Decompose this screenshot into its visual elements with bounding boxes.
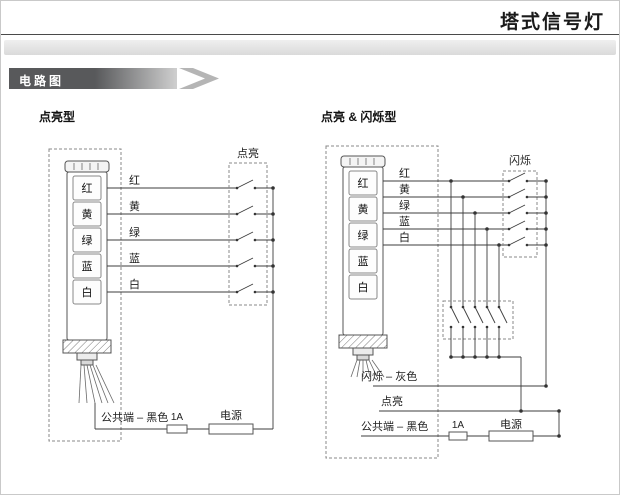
signal-tower: 红 黄 绿 蓝 白 (62, 160, 115, 404)
signal-wires: 红 黄 绿 蓝 白 (383, 167, 509, 246)
switches (235, 179, 273, 294)
banner-fade (95, 68, 177, 89)
flash-switch-group: 闪烁 (502, 153, 548, 386)
segment-white (348, 274, 378, 300)
segment-label: 红 (82, 182, 93, 195)
tower-cap-ribs (73, 163, 99, 170)
segment-green (348, 222, 378, 248)
title-rule (1, 34, 619, 35)
power-label: 电源 (500, 417, 522, 431)
steady-type-diagram: 点亮型 红 黄 绿 蓝 (39, 109, 275, 442)
switch-group-outline (442, 300, 514, 340)
tower-dashed-outline (48, 148, 122, 442)
power-source (488, 430, 534, 442)
wire-label-yellow: 黄 (399, 182, 410, 196)
steady-switch-group (442, 179, 522, 411)
signal-wires: 红 黄 绿 蓝 白 (107, 174, 237, 293)
switches (449, 305, 508, 357)
wire-label-green: 绿 (399, 198, 410, 212)
segment-label: 蓝 (358, 255, 369, 268)
power-source (208, 423, 254, 435)
segment-label: 黄 (82, 207, 93, 221)
wire-label-white: 白 (129, 277, 140, 291)
tower-segments: 红 黄 绿 蓝 白 (72, 175, 102, 305)
switch-group-label: 闪烁 (509, 153, 531, 167)
segment-label: 白 (358, 280, 369, 294)
tower-connector (80, 359, 94, 366)
steady-flash-type-diagram: 点亮 & 闪烁型 红 黄 绿 蓝 (321, 109, 561, 459)
tower-cap (340, 155, 386, 168)
wire-label-red: 红 (129, 174, 140, 187)
segment-yellow (72, 201, 102, 227)
header-band (4, 40, 616, 55)
segment-label: 黄 (358, 202, 369, 216)
fuse-label: 1A (171, 412, 184, 423)
wire-label-blue: 蓝 (399, 215, 410, 228)
steady-switch-group: 点亮 (228, 146, 273, 306)
section-banner: 电路图 (9, 68, 229, 89)
segment-label: 蓝 (82, 260, 93, 273)
flash-wire-label: 闪烁 – 灰色 (361, 369, 417, 383)
segment-label: 红 (358, 177, 369, 190)
segment-red (72, 175, 102, 201)
tower-connector (356, 354, 370, 361)
signal-tower: 红 黄 绿 蓝 白 (338, 155, 388, 378)
tower-base (62, 339, 112, 354)
common-wire-label: 公共端 – 黑色 (101, 410, 168, 424)
power-label: 电源 (220, 408, 242, 422)
wire-label-yellow: 黄 (129, 199, 140, 213)
section-label: 电路图 (9, 68, 95, 89)
wire-label-blue: 蓝 (129, 252, 140, 265)
diagram-title: 点亮 & 闪烁型 (321, 109, 396, 124)
switch-group-label: 点亮 (237, 146, 259, 160)
circuit-diagram: 点亮型 红 黄 绿 蓝 (39, 109, 561, 459)
cable-fan (78, 364, 115, 404)
segment-label: 白 (82, 285, 93, 299)
page-title: 塔式信号灯 (499, 12, 605, 33)
tower-stem (76, 352, 98, 361)
diagram-title: 点亮型 (39, 109, 75, 124)
tower-dashed-outline (325, 145, 439, 459)
tower-segments: 红 黄 绿 蓝 白 (348, 170, 378, 300)
segment-label: 绿 (358, 228, 369, 242)
segment-blue (348, 248, 378, 274)
switches (507, 172, 546, 247)
segment-yellow (348, 196, 378, 222)
chevron-right-icon (179, 68, 219, 89)
tower-cap (64, 160, 110, 173)
fuse (166, 424, 188, 434)
segment-green (72, 227, 102, 253)
fuse (448, 431, 468, 441)
cable-fan (350, 359, 385, 378)
steady-wire-label: 点亮 (381, 394, 403, 408)
wire-label-green: 绿 (129, 225, 140, 239)
switch-group-outline (502, 170, 538, 258)
wire-label-white: 白 (399, 230, 410, 244)
segment-white (72, 279, 102, 305)
segment-label: 绿 (82, 233, 93, 247)
tower-base (338, 334, 388, 349)
tower-cap-ribs (349, 158, 375, 165)
segment-red (348, 170, 378, 196)
segment-blue (72, 253, 102, 279)
fuse-label: 1A (452, 420, 465, 431)
tower-stem (352, 347, 374, 356)
common-wire-label: 公共端 – 黑色 (361, 419, 428, 433)
bus-and-common: 公共端 – 黑色 1A 电源 (94, 186, 275, 435)
bottom-wires: 闪烁 – 灰色 点亮 公共端 – 黑色 1A 电源 (361, 369, 561, 442)
wire-label-red: 红 (399, 167, 410, 180)
